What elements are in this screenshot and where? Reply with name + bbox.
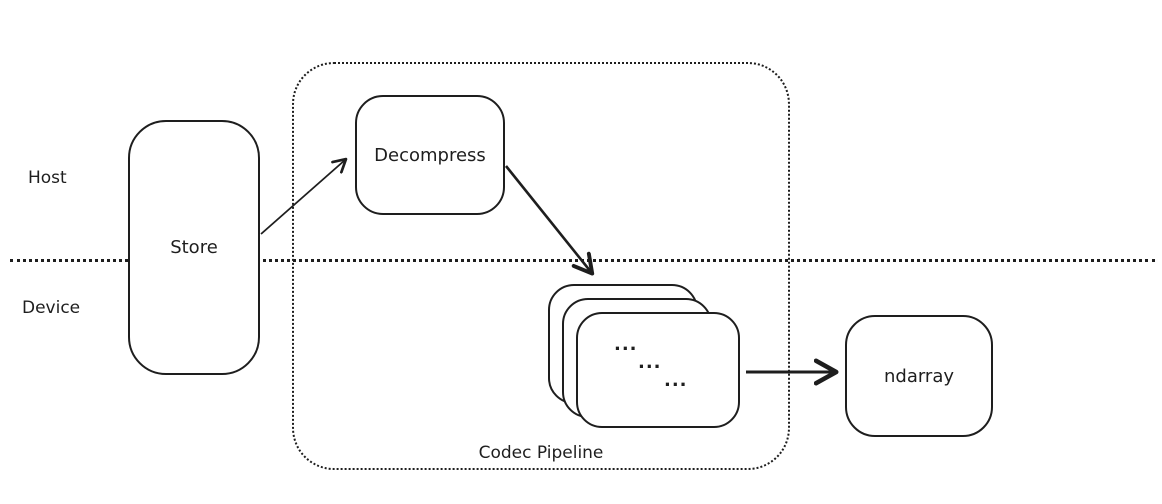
host-region-label: Host [28,168,67,188]
ndarray-node-label: ndarray [883,365,955,387]
codec-pipeline-container [292,62,790,470]
decompress-node: Decompress [355,95,505,215]
codec-stack-dots-1: ... [614,334,638,355]
codec-stack-front-box: ... ... ... [576,312,740,428]
store-node-label: Store [170,237,218,258]
store-node: Store [128,120,260,375]
ndarray-node: ndarray [845,315,993,437]
decompress-node-label: Decompress [374,144,486,166]
codec-stack-dots-3: ... [664,370,688,391]
codec-pipeline-label: Codec Pipeline [478,443,604,463]
device-region-label: Device [22,298,81,318]
codec-stack-dots-2: ... [638,352,662,373]
